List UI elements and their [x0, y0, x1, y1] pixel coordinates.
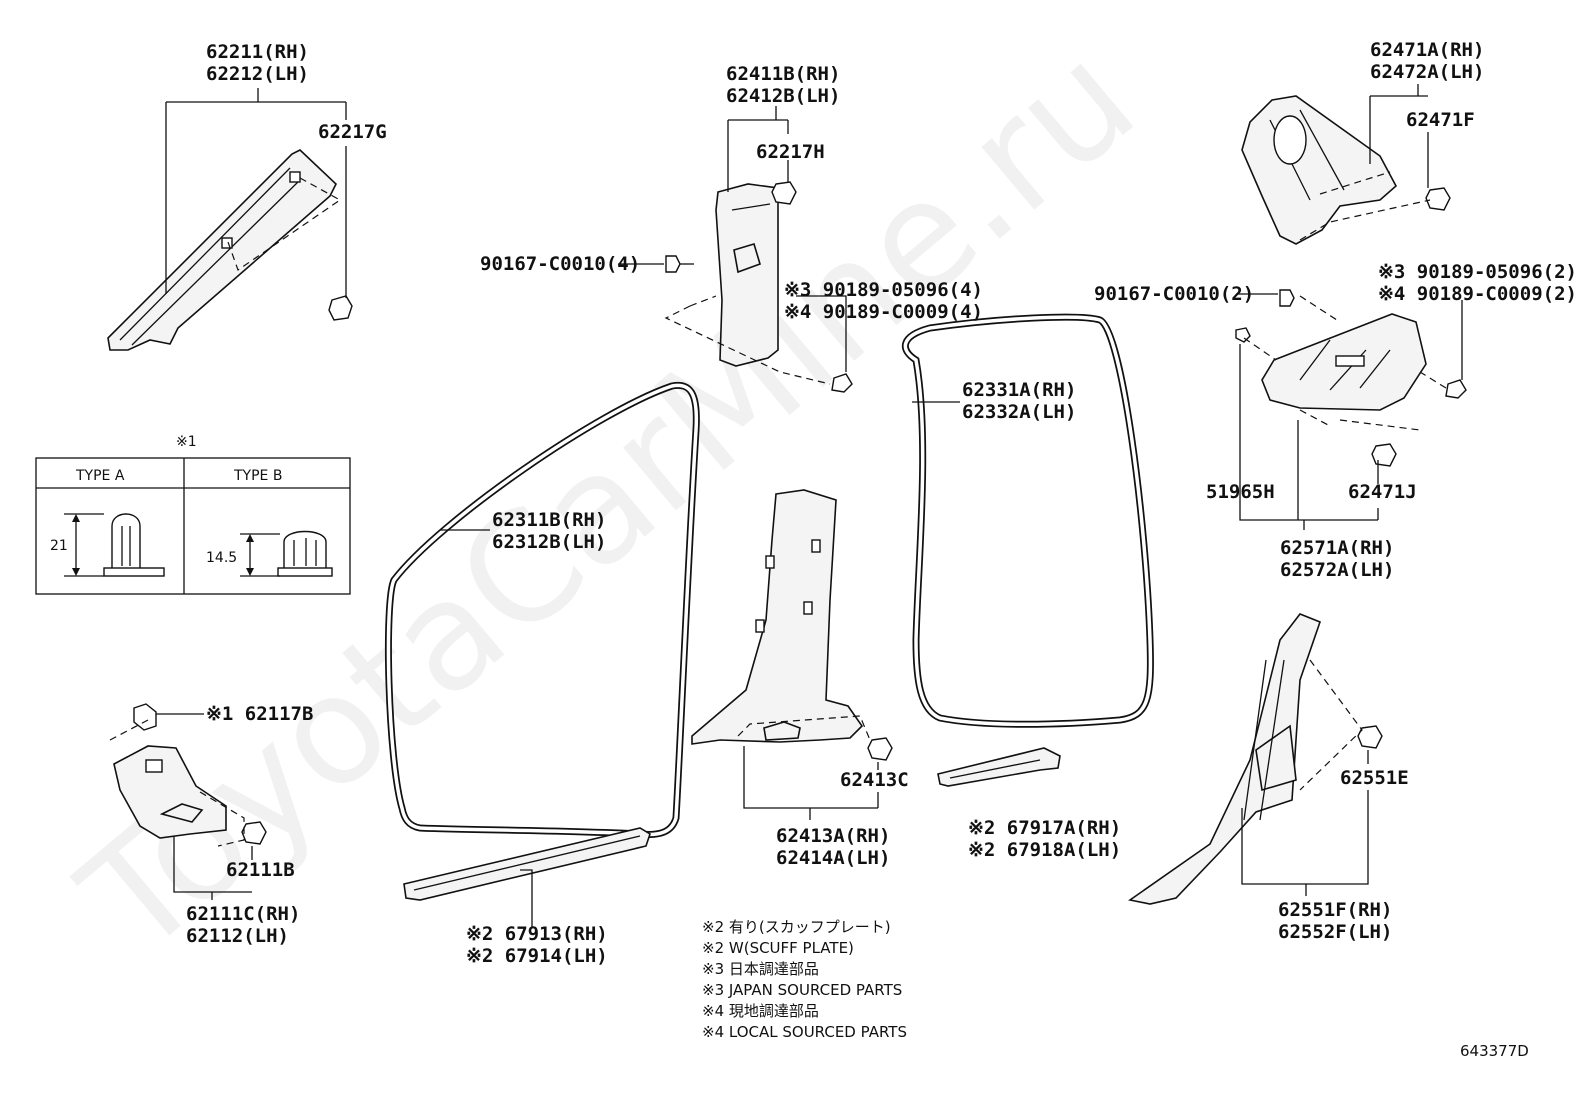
label-62217h: 62217H — [756, 141, 825, 163]
rear-scuff-plate — [937, 747, 1061, 787]
label-67913: ※2 67913(RH) — [466, 923, 608, 945]
center-pillar-upper-garnish — [715, 183, 779, 367]
label-67914: ※2 67914(LH) — [466, 945, 608, 967]
label-62112: 62112(LH) — [186, 925, 289, 947]
label-62552f: 62552F(LH) — [1278, 921, 1392, 943]
note-4: ※3 JAPAN SOURCED PARTS — [702, 981, 902, 999]
clip-62111b — [241, 821, 267, 845]
label-62551e: 62551E — [1340, 767, 1409, 789]
note-3: ※3 日本調達部品 — [702, 960, 819, 978]
rear-quarter-side-garnish — [1128, 613, 1322, 905]
label-62471a: 62471A(RH) — [1370, 39, 1484, 61]
label-90189-c0009-4: ※4 90189-C0009(4) — [784, 301, 983, 323]
type-a-clip-icon — [103, 513, 165, 577]
label-90189-05096-2: ※3 90189-05096(2) — [1378, 261, 1577, 283]
type-a-dimension: 21 — [50, 538, 68, 554]
label-62551f: 62551F(RH) — [1278, 899, 1392, 921]
label-51965h: 51965H — [1206, 481, 1275, 503]
table-ref: ※1 — [176, 434, 197, 450]
front-pillar-garnish — [107, 149, 337, 351]
label-62111c: 62111C(RH) — [186, 903, 300, 925]
clip-62551e — [1357, 725, 1383, 749]
label-90189-c0009-2: ※4 90189-C0009(2) — [1378, 283, 1577, 305]
label-90189-05096-4: ※3 90189-05096(4) — [784, 279, 983, 301]
screw-90167-left — [665, 255, 694, 273]
diagram-id: 643377D — [1460, 1042, 1529, 1060]
label-62414a: 62414A(LH) — [776, 847, 890, 869]
note-1: ※2 有り(スカッフプレート) — [702, 918, 891, 936]
nut-62117b — [133, 703, 157, 731]
label-62412b: 62412B(LH) — [726, 85, 840, 107]
label-62332a: 62332A(LH) — [962, 401, 1076, 423]
front-scuff-plate — [403, 827, 651, 901]
type-a-header: TYPE A — [75, 468, 125, 484]
clip-62471f — [1425, 187, 1451, 211]
front-door-opening-trim — [384, 381, 700, 838]
center-pillar-lower-garnish — [691, 489, 864, 745]
note-6: ※4 LOCAL SOURCED PARTS — [702, 1023, 907, 1041]
label-62472a: 62472A(LH) — [1370, 61, 1484, 83]
roof-side-inner-garnish — [1241, 95, 1398, 245]
clip-62217g — [328, 295, 353, 321]
quarter-trim-panel — [1261, 313, 1427, 411]
label-62471j: 62471J — [1348, 481, 1417, 503]
label-90167-c0010-2: 90167-C0010(2) — [1094, 283, 1254, 305]
part-labels: 62211(RH) 62212(LH) 62217G 62411B(RH) 62… — [186, 39, 1577, 967]
label-62413c: 62413C — [840, 769, 909, 791]
label-90167-c0010-4: 90167-C0010(4) — [480, 253, 640, 275]
label-67918a: ※2 67918A(LH) — [968, 839, 1121, 861]
clip-51965h — [1235, 327, 1251, 343]
rear-door-opening-trim — [901, 313, 1154, 728]
clip-62217h — [771, 181, 797, 205]
clip-type-table: ※1 TYPE A TYPE B 21 14.5 — [35, 434, 351, 595]
label-62111b: 62111B — [226, 859, 295, 881]
clip-62471j — [1371, 443, 1397, 467]
type-b-clip-icon — [277, 530, 333, 577]
nut-90189-right — [1445, 379, 1467, 399]
label-62211: 62211(RH) — [206, 41, 309, 63]
label-62471f: 62471F — [1406, 109, 1475, 131]
nut-90189-left — [831, 373, 853, 393]
note-5: ※4 現地調達部品 — [702, 1002, 819, 1020]
leader-lines — [156, 84, 1463, 928]
label-62217g: 62217G — [318, 121, 387, 143]
label-62331a: 62331A(RH) — [962, 379, 1076, 401]
label-62312b: 62312B(LH) — [492, 531, 606, 553]
clip-62413c — [867, 737, 893, 761]
label-67917a: ※2 67917A(RH) — [968, 817, 1121, 839]
type-b-header: TYPE B — [233, 468, 282, 484]
label-62311b: 62311B(RH) — [492, 509, 606, 531]
legend-notes: ※2 有り(スカッフプレート) ※2 W(SCUFF PLATE) ※3 日本調… — [702, 918, 907, 1041]
label-62413a: 62413A(RH) — [776, 825, 890, 847]
screw-90167-right — [1279, 289, 1295, 307]
cowl-side-trim — [113, 745, 227, 839]
label-62212: 62212(LH) — [206, 63, 309, 85]
note-2: ※2 W(SCUFF PLATE) — [702, 939, 854, 957]
label-62411b: 62411B(RH) — [726, 63, 840, 85]
label-62572a: 62572A(LH) — [1280, 559, 1394, 581]
type-b-dimension: 14.5 — [206, 550, 237, 566]
label-62117b: ※1 62117B — [206, 703, 313, 725]
label-62571a: 62571A(RH) — [1280, 537, 1394, 559]
